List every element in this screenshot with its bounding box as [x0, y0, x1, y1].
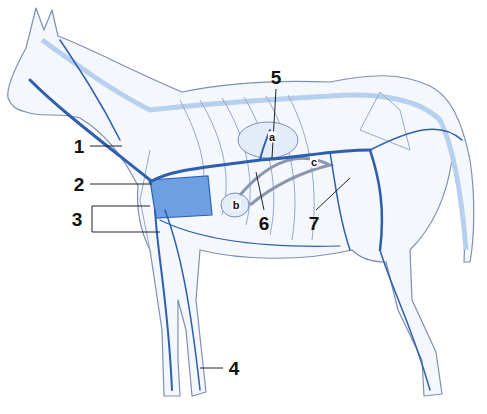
callout-number: 7: [309, 214, 320, 233]
callout-number: 3: [72, 210, 83, 229]
callout-number: 2: [74, 175, 85, 194]
callout-number: 5: [271, 68, 282, 87]
organ-letter: a: [268, 132, 276, 143]
callout-number: 1: [74, 137, 85, 156]
callout-number: 4: [229, 359, 240, 378]
callout-number: 6: [259, 214, 270, 233]
organ-letter: b: [232, 200, 241, 211]
organ-letter: c: [310, 157, 318, 168]
